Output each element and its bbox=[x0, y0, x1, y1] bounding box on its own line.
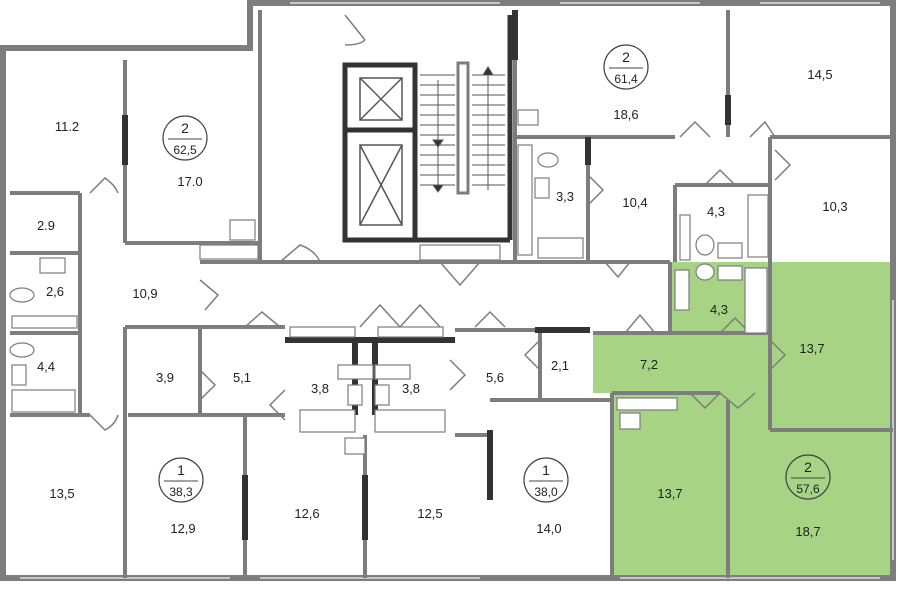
apartment-badge-right-top[interactable]: 2 61,4 bbox=[603, 44, 649, 90]
room-area-label: 4,3 bbox=[710, 302, 728, 317]
bathroom-fixtures bbox=[9, 109, 769, 455]
room-area-label: 5,6 bbox=[486, 370, 504, 385]
room-area-label: 10,3 bbox=[822, 199, 847, 214]
room-area-label: 3,8 bbox=[311, 381, 329, 396]
room-area-label: 13,7 bbox=[657, 486, 682, 501]
apartment-total-area: 57,6 bbox=[796, 482, 820, 496]
room-area-label: 3,9 bbox=[156, 370, 174, 385]
room-area-label: 12,5 bbox=[417, 506, 442, 521]
room-labels: 11.2 17.0 2.9 2,6 10,9 4,4 13,5 3,9 5,1 … bbox=[37, 67, 848, 539]
apartment-total-area: 61,4 bbox=[614, 72, 638, 86]
apartment-rooms-count: 2 bbox=[622, 49, 630, 65]
apartment-badge-circle bbox=[162, 115, 208, 161]
room-area-label: 4,4 bbox=[37, 359, 55, 374]
room-area-label: 14,0 bbox=[536, 521, 561, 536]
apartment-rooms-count: 2 bbox=[804, 459, 812, 475]
room-area-label: 18,6 bbox=[613, 107, 638, 122]
room-area-label: 13,7 bbox=[799, 341, 824, 356]
outer-walls bbox=[0, 0, 896, 581]
interior-walls bbox=[10, 10, 893, 578]
apartment-rooms-count: 1 bbox=[177, 462, 185, 478]
apartment-badge-circle bbox=[785, 454, 831, 500]
apartment-total-area: 62,5 bbox=[173, 143, 197, 157]
room-area-label: 10,9 bbox=[132, 286, 157, 301]
room-area-label: 2.9 bbox=[37, 218, 55, 233]
apartment-rooms-count: 2 bbox=[181, 120, 189, 136]
room-area-label: 17.0 bbox=[177, 174, 202, 189]
room-area-label: 4,3 bbox=[707, 204, 725, 219]
apartment-badge-circle bbox=[158, 457, 204, 503]
room-area-label: 7,2 bbox=[640, 357, 658, 372]
room-area-label: 18,7 bbox=[795, 524, 820, 539]
room-area-label: 2,1 bbox=[551, 358, 569, 373]
room-area-label: 2,6 bbox=[46, 284, 64, 299]
apartment-badge-bottom-mid[interactable]: 1 38,0 bbox=[523, 457, 569, 503]
room-area-label: 12,6 bbox=[294, 506, 319, 521]
room-area-label: 3,3 bbox=[556, 189, 574, 204]
apartment-badge-circle bbox=[603, 44, 649, 90]
apartment-total-area: 38,0 bbox=[534, 485, 558, 499]
room-area-label: 5,1 bbox=[233, 370, 251, 385]
apartment-badge-circle bbox=[523, 457, 569, 503]
room-area-label: 13,5 bbox=[49, 486, 74, 501]
apartment-badge-bottom-left[interactable]: 1 38,3 bbox=[158, 457, 204, 503]
elevator-core bbox=[342, 15, 513, 243]
highlighted-apartment-area[interactable] bbox=[593, 262, 893, 578]
apartment-badge-highlighted[interactable]: 2 57,6 bbox=[785, 454, 831, 500]
apartment-badge-left-top[interactable]: 2 62,5 bbox=[162, 115, 208, 161]
room-area-label: 11.2 bbox=[55, 119, 79, 134]
apartment-total-area: 38,3 bbox=[169, 485, 193, 499]
room-area-label: 3,8 bbox=[402, 381, 420, 396]
room-area-label: 10,4 bbox=[622, 195, 647, 210]
elevator-cross-marks bbox=[359, 77, 403, 226]
staircase bbox=[420, 61, 505, 195]
room-area-label: 12,9 bbox=[170, 521, 195, 536]
room-area-label: 14,5 bbox=[807, 67, 832, 82]
apartment-rooms-count: 1 bbox=[542, 462, 550, 478]
